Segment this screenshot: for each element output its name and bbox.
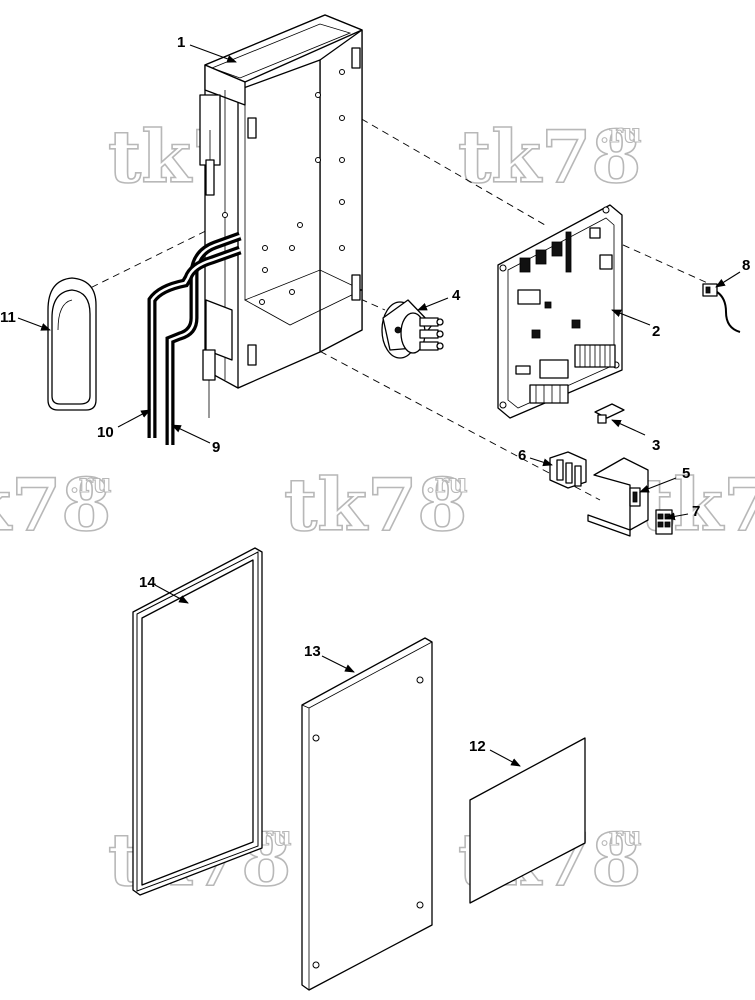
watermark-text: tk78 <box>458 114 641 199</box>
small-terminal <box>655 509 673 535</box>
callout-3: 3 <box>652 437 660 454</box>
callout-13: 13 <box>304 643 321 660</box>
callout-5: 5 <box>682 465 690 482</box>
wire-harness <box>147 231 242 445</box>
label-plate <box>469 737 586 904</box>
gasket-frame <box>132 547 263 896</box>
watermark-suffix: .ru <box>70 469 112 499</box>
enclosure-box <box>199 14 363 418</box>
watermark-2: tk78 .ru <box>457 113 642 200</box>
callout-11: 11 <box>0 309 16 326</box>
callout-leaders <box>17 44 741 767</box>
door-panel <box>301 637 433 991</box>
enclosure-holes <box>222 69 345 305</box>
board-heatsink <box>574 344 616 368</box>
watermark-suffix: .ru <box>600 822 642 852</box>
terminal-block <box>549 451 587 489</box>
callout-10: 10 <box>97 424 114 441</box>
control-board <box>497 204 623 419</box>
callout-2: 2 <box>652 323 660 340</box>
watermark-4: tk78 .ru <box>283 461 468 548</box>
watermark-3: tk78 .ru <box>0 461 112 548</box>
wire-plug <box>702 283 741 333</box>
callout-labels: 1 2 3 4 5 6 7 8 9 10 11 12 13 14 <box>0 34 750 755</box>
callout-9: 9 <box>212 439 220 456</box>
callout-14: 14 <box>139 574 156 591</box>
cover-cap <box>47 277 97 411</box>
mounting-bracket <box>587 457 649 537</box>
watermark-suffix: .ru <box>600 119 642 149</box>
callout-1: 1 <box>177 34 185 51</box>
callout-12: 12 <box>469 738 486 755</box>
fuse <box>594 403 625 424</box>
round-connector <box>381 299 444 359</box>
watermark-text: tk78 <box>284 462 467 547</box>
callout-6: 6 <box>518 447 526 464</box>
watermark-text: tk78 <box>0 462 111 547</box>
watermark-suffix: .ru <box>426 469 468 499</box>
callout-7: 7 <box>692 503 700 520</box>
callout-8: 8 <box>742 257 750 274</box>
callout-4: 4 <box>452 287 461 304</box>
